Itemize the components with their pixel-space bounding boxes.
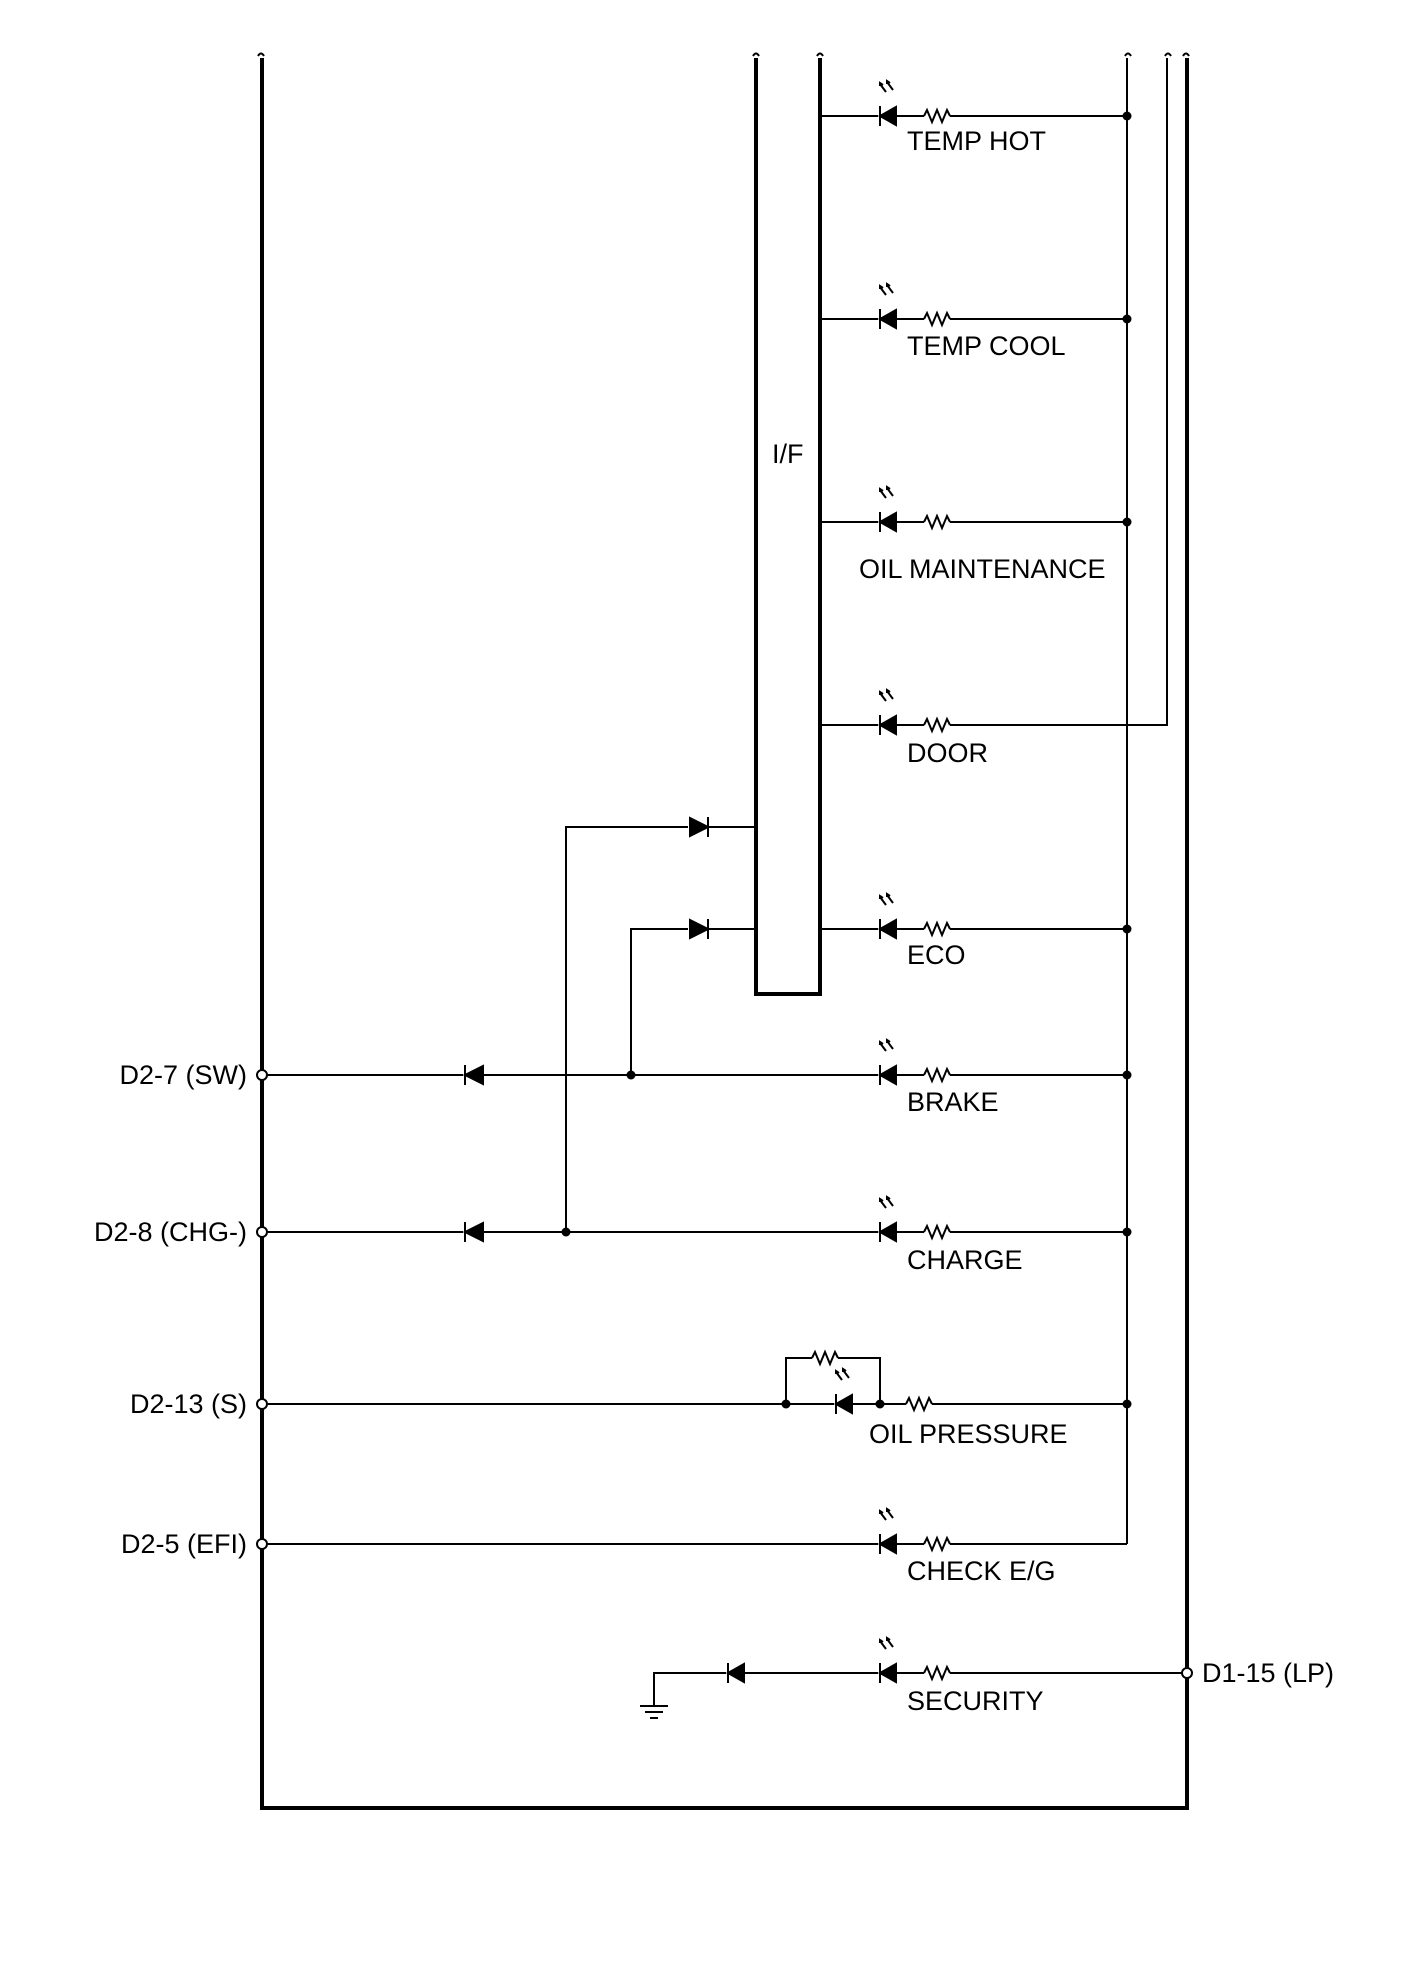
led-brake-icon: [877, 1064, 897, 1086]
indicator-oil-maintenance: OIL MAINTENANCE: [820, 485, 1132, 584]
label-eco: ECO: [907, 940, 966, 970]
label-charge: CHARGE: [907, 1245, 1023, 1275]
outer-frame: [257, 52, 1190, 1810]
label-brake: BRAKE: [907, 1087, 999, 1117]
indicator-charge: CHARGE D2-8 (CHG-): [94, 1195, 1132, 1275]
indicator-security: SECURITY D1-15 (LP): [640, 1636, 1334, 1719]
led-check-eg-icon: [877, 1533, 897, 1555]
diode-charge-if-icon: [689, 816, 711, 838]
led-temp-cool-icon: [877, 308, 897, 330]
label-temp-hot: TEMP HOT: [907, 126, 1046, 156]
led-temp-hot-icon: [877, 105, 897, 127]
resistor-oil-pressure-icon: [905, 1395, 933, 1413]
terminal-d2-13: [256, 1398, 268, 1410]
resistor-temp-hot-icon: [923, 107, 951, 125]
label-check-eg: CHECK E/G: [907, 1556, 1056, 1586]
terminal-d2-8: [256, 1226, 268, 1238]
resistor-oil-pressure-bypass-icon: [811, 1349, 839, 1367]
diode-brake-if-icon: [689, 918, 711, 940]
break-marks: [752, 52, 1172, 57]
resistor-door-icon: [923, 716, 951, 734]
label-oil-maintenance: OIL MAINTENANCE: [859, 554, 1106, 584]
door-feed-wire: [1127, 58, 1168, 726]
label-temp-cool: TEMP COOL: [907, 331, 1066, 361]
terminal-d2-5: [256, 1538, 268, 1550]
terminal-label-d2-5: D2-5 (EFI): [121, 1529, 247, 1559]
diode-charge-icon: [462, 1221, 484, 1243]
supply-bus: [1126, 58, 1168, 1544]
indicator-temp-hot: TEMP HOT: [820, 79, 1132, 156]
resistor-check-eg-icon: [923, 1535, 951, 1553]
label-security: SECURITY: [907, 1686, 1044, 1716]
led-charge-icon: [877, 1221, 897, 1243]
indicator-door: DOOR: [820, 688, 1127, 768]
led-security-icon: [877, 1662, 897, 1684]
indicator-check-eg: CHECK E/G D2-5 (EFI): [121, 1507, 1127, 1586]
resistor-security-icon: [923, 1664, 951, 1682]
if-input-diodes: [565, 816, 756, 1232]
resistor-oil-maintenance-icon: [923, 513, 951, 531]
diode-brake-icon: [462, 1064, 484, 1086]
terminal-label-d2-13: D2-13 (S): [130, 1389, 247, 1419]
resistor-temp-cool-icon: [923, 310, 951, 328]
led-oil-pressure-icon: [833, 1393, 853, 1415]
indicator-temp-cool: TEMP COOL: [820, 282, 1132, 361]
diode-security-icon: [725, 1662, 745, 1684]
terminal-d1-15: [1181, 1667, 1193, 1679]
resistor-eco-icon: [923, 920, 951, 938]
indicator-oil-pressure: OIL PRESSURE D2-13 (S): [130, 1349, 1132, 1449]
label-door: DOOR: [907, 738, 988, 768]
terminal-label-d1-15: D1-15 (LP): [1202, 1658, 1334, 1688]
terminal-label-d2-7: D2-7 (SW): [120, 1060, 248, 1090]
ground-icon: [640, 1705, 668, 1719]
led-door-icon: [877, 714, 897, 736]
led-eco-icon: [877, 918, 897, 940]
resistor-brake-icon: [923, 1066, 951, 1084]
if-label: I/F: [772, 439, 804, 469]
indicator-eco: ECO: [820, 892, 1132, 970]
resistor-charge-icon: [923, 1223, 951, 1241]
if-block: I/F: [754, 58, 822, 996]
terminal-label-d2-8: D2-8 (CHG-): [94, 1217, 247, 1247]
terminal-d2-7: [256, 1069, 268, 1081]
led-oil-maintenance-icon: [877, 511, 897, 533]
label-oil-pressure: OIL PRESSURE: [869, 1419, 1068, 1449]
indicator-brake: BRAKE D2-7 (SW): [120, 1038, 1132, 1117]
